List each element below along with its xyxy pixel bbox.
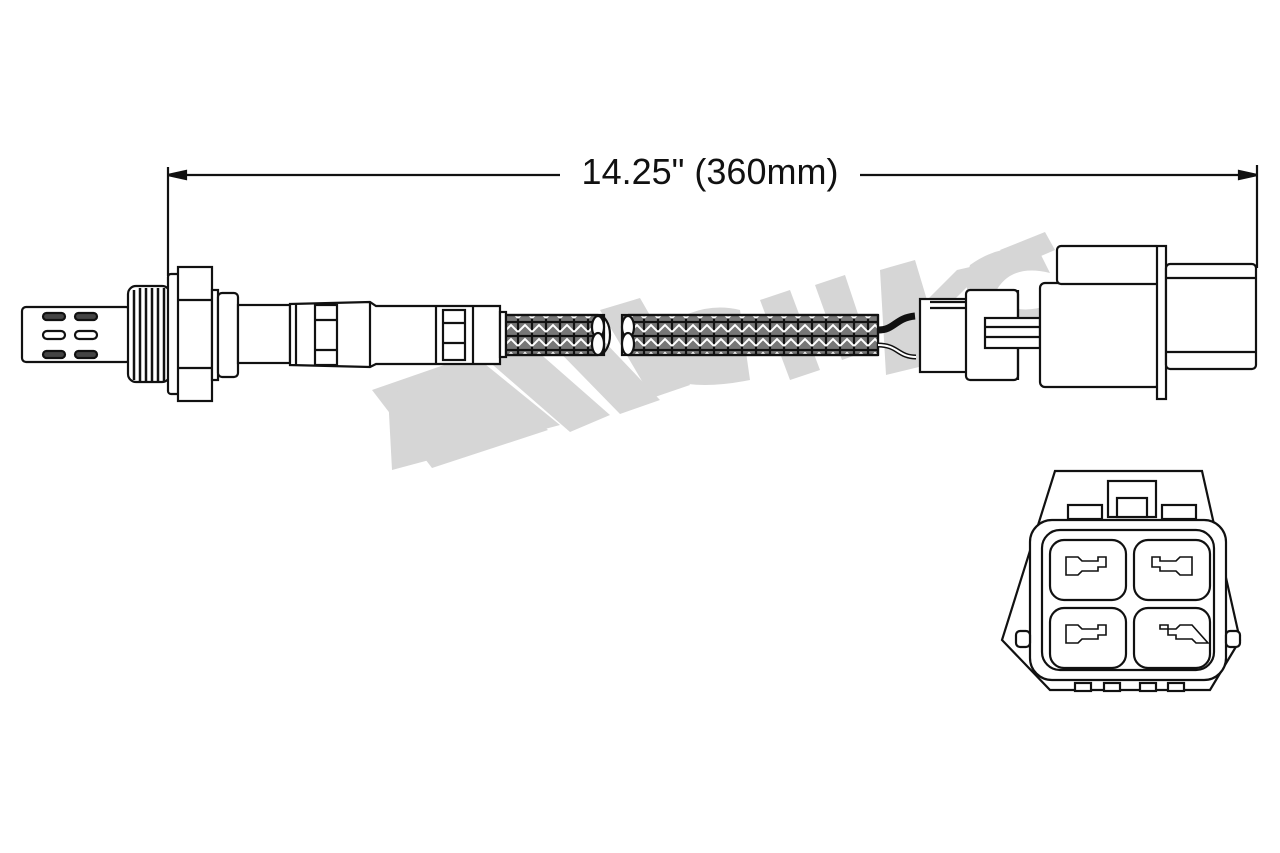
dimension-line [166,165,1259,276]
lead-wires [877,312,917,360]
connector-side [918,244,1258,401]
dimension-label: 14.25" (360mm) [560,150,860,194]
connector-face [1000,469,1242,693]
sensor-tip [20,305,132,364]
sleeve [288,300,508,369]
braided-harness [504,313,880,357]
threaded-body [126,265,292,403]
